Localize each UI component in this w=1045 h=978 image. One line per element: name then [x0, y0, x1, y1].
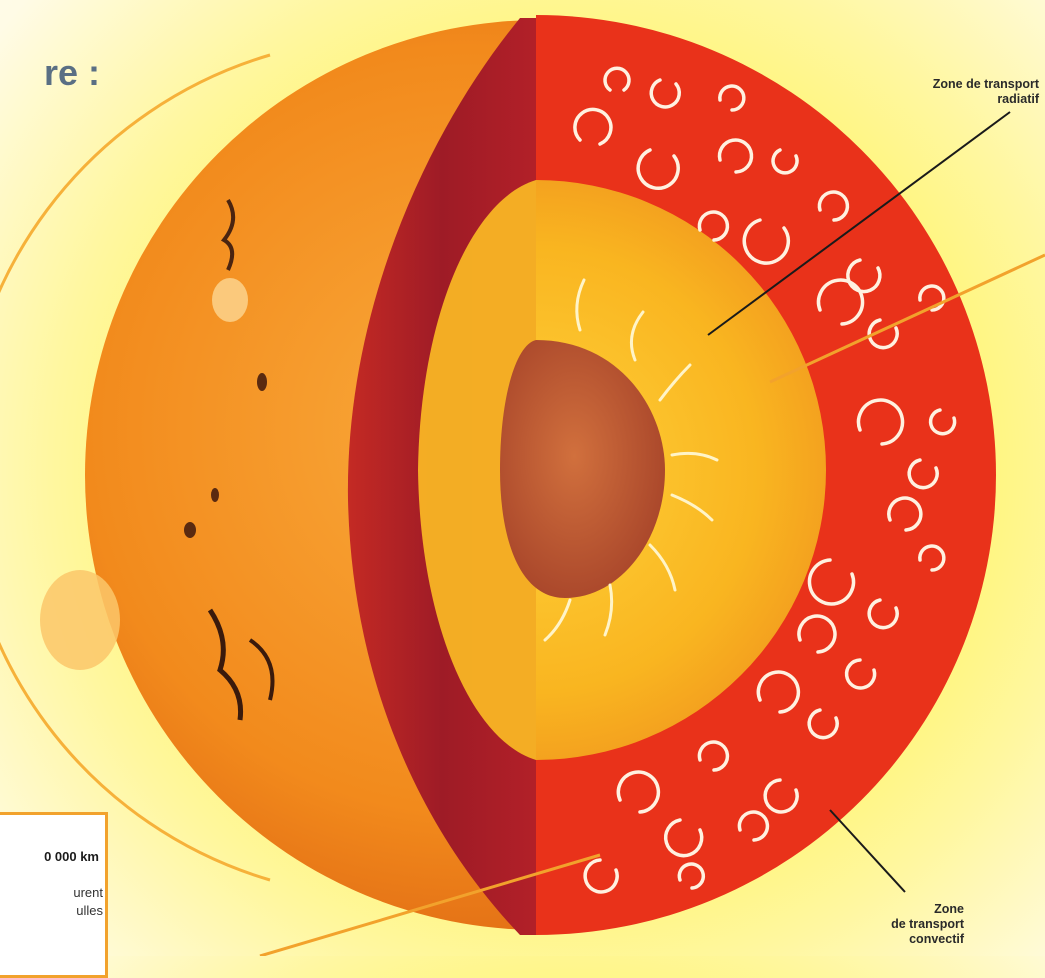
label-radiative-line2: radiatif: [997, 92, 1039, 106]
radiative-zone: [536, 180, 826, 760]
info-text-line1: urent: [73, 885, 103, 900]
core: [500, 340, 665, 598]
info-distance: 0 000 km: [44, 849, 99, 864]
label-radiative-zone: Zone de transport radiatif: [933, 77, 1039, 107]
label-convective-line2: de transport: [891, 917, 964, 931]
leader-orange-right: [769, 253, 1045, 384]
label-convective-line1: Zone: [934, 902, 964, 916]
leader-orange-bottom: [259, 853, 601, 956]
sun-cutaway-diagram: [0, 15, 1045, 956]
solar-prominence: [40, 278, 248, 670]
radiation-rays: [543, 278, 719, 642]
leader-convectif: [829, 809, 906, 893]
label-convective-line3: convectif: [909, 932, 964, 946]
label-radiative-line1: Zone de transport: [932, 77, 1039, 91]
corona-arc: [0, 53, 271, 882]
radiative-zone-left: [418, 180, 536, 760]
info-box: 0 000 km urent ulles: [0, 812, 108, 978]
leader-radiatif: [707, 111, 1011, 336]
page-title: re :: [43, 52, 100, 93]
label-convective-zone: Zone de transport convectif: [858, 902, 964, 947]
convection-swirls: [573, 66, 957, 894]
sunspots: [184, 198, 275, 721]
info-text-line2: ulles: [76, 903, 103, 918]
